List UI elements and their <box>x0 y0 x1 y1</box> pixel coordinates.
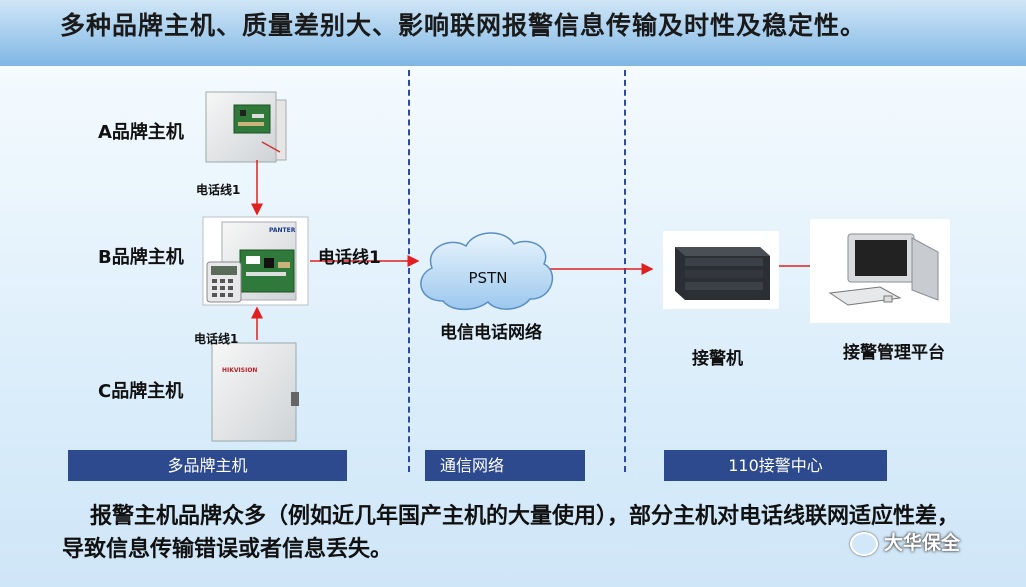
host-b-icon: PANTER <box>202 216 309 306</box>
line-a-b-label: 电话线1 <box>196 183 241 197</box>
receiver-label: 接警机 <box>692 349 743 369</box>
bottom-description: 报警主机品牌众多（例如近几年国产主机的大量使用），部分主机对电话线联网适应性差，… <box>62 504 960 562</box>
divider-left <box>408 70 410 472</box>
title-bar <box>0 0 1026 66</box>
host-c-label: C品牌主机 <box>98 381 184 402</box>
host-b-brand-text: PANTER <box>269 227 296 234</box>
band-hosts: 多品牌主机 <box>68 450 347 481</box>
platform-label: 接警管理平台 <box>843 343 945 363</box>
band-center: 110接警中心 <box>664 450 887 481</box>
platform-computer-icon <box>810 219 950 323</box>
line-c-b-label: 电话线1 <box>194 332 239 346</box>
pstn-caption: 电信电话网络 <box>440 323 542 343</box>
watermark: 大华保全 <box>850 528 960 556</box>
watermark-text: 大华保全 <box>884 532 961 554</box>
pstn-cloud-icon: PSTN <box>420 232 554 311</box>
host-c-brand-text: HIKVISION <box>222 367 257 374</box>
host-a-label: A品牌主机 <box>98 122 184 143</box>
phone-line-label: 电话线1 <box>318 248 381 268</box>
receiver-icon <box>663 231 779 309</box>
host-a-icon <box>205 91 287 163</box>
divider-right <box>624 70 626 472</box>
pstn-label: PSTN <box>469 269 508 287</box>
host-b-label: B品牌主机 <box>98 247 184 268</box>
wechat-icon <box>850 531 878 556</box>
band-network: 通信网络 <box>425 450 585 481</box>
page-title: 多种品牌主机、质量差别大、影响联网报警信息传输及时性及稳定性。 <box>60 11 867 40</box>
host-c-icon: HIKVISION <box>211 342 299 442</box>
